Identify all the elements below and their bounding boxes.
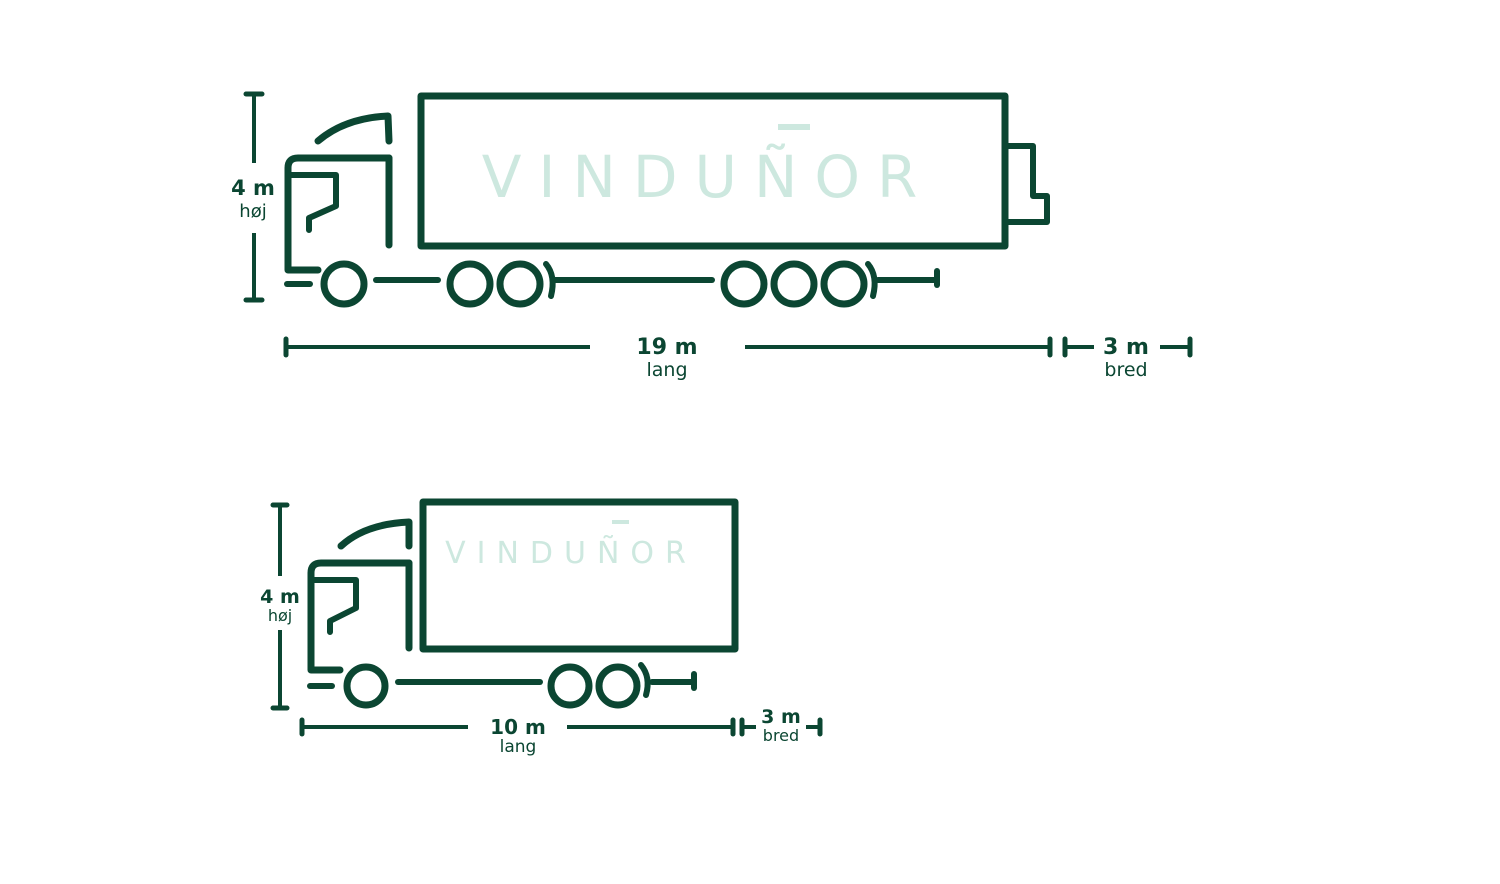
height-dimension: 4 m høj <box>231 91 275 303</box>
width-dimension: 3 m bred <box>1062 335 1193 381</box>
cargo-box <box>419 498 739 653</box>
mudflap <box>638 662 651 698</box>
width-unit: bred <box>763 726 799 745</box>
wheel <box>343 663 389 709</box>
wheel <box>496 260 544 308</box>
reefer-unit <box>1002 143 1050 225</box>
width-value: 3 m <box>761 706 801 728</box>
length-dimension: 19 m lang <box>283 335 1053 381</box>
long-truck: VINDUÑOR 4 m høj <box>231 91 1193 381</box>
width-value: 3 m <box>1103 335 1149 360</box>
wheel <box>820 260 868 308</box>
wheel <box>595 663 641 709</box>
mudflap-1 <box>543 261 556 299</box>
wheel <box>446 260 494 308</box>
length-value: 19 m <box>636 335 697 360</box>
wheel <box>770 260 818 308</box>
width-unit: bred <box>1104 359 1147 381</box>
height-dimension: 4 m høj <box>260 502 300 711</box>
length-dimension: 10 m lang <box>299 715 736 757</box>
length-unit: lang <box>500 737 537 757</box>
cargo-brand: VINDUÑOR <box>445 535 697 571</box>
cab-window <box>287 172 339 233</box>
cab-window <box>310 577 359 635</box>
brand-accent-bar <box>612 520 629 524</box>
cab-roof-fairing <box>314 112 393 145</box>
wheel <box>547 663 593 709</box>
width-dimension: 3 m bred <box>739 706 823 745</box>
height-value: 4 m <box>260 586 300 608</box>
cab-outline <box>307 559 413 674</box>
cab-outline <box>284 154 393 274</box>
length-unit: lang <box>646 359 687 381</box>
mudflap-2 <box>865 261 878 299</box>
height-unit: høj <box>239 201 266 222</box>
height-unit: høj <box>268 606 292 625</box>
wheel <box>720 260 768 308</box>
short-truck: VINDUÑOR 4 m høj <box>260 498 823 757</box>
trailer-box <box>417 92 1009 250</box>
cab-roof-fairing <box>337 518 413 550</box>
length-value: 10 m <box>490 715 546 739</box>
brand-accent-bar <box>778 124 810 130</box>
height-value: 4 m <box>231 176 275 200</box>
trailer-brand: VINDUÑOR <box>482 142 935 211</box>
wheel <box>320 260 368 308</box>
